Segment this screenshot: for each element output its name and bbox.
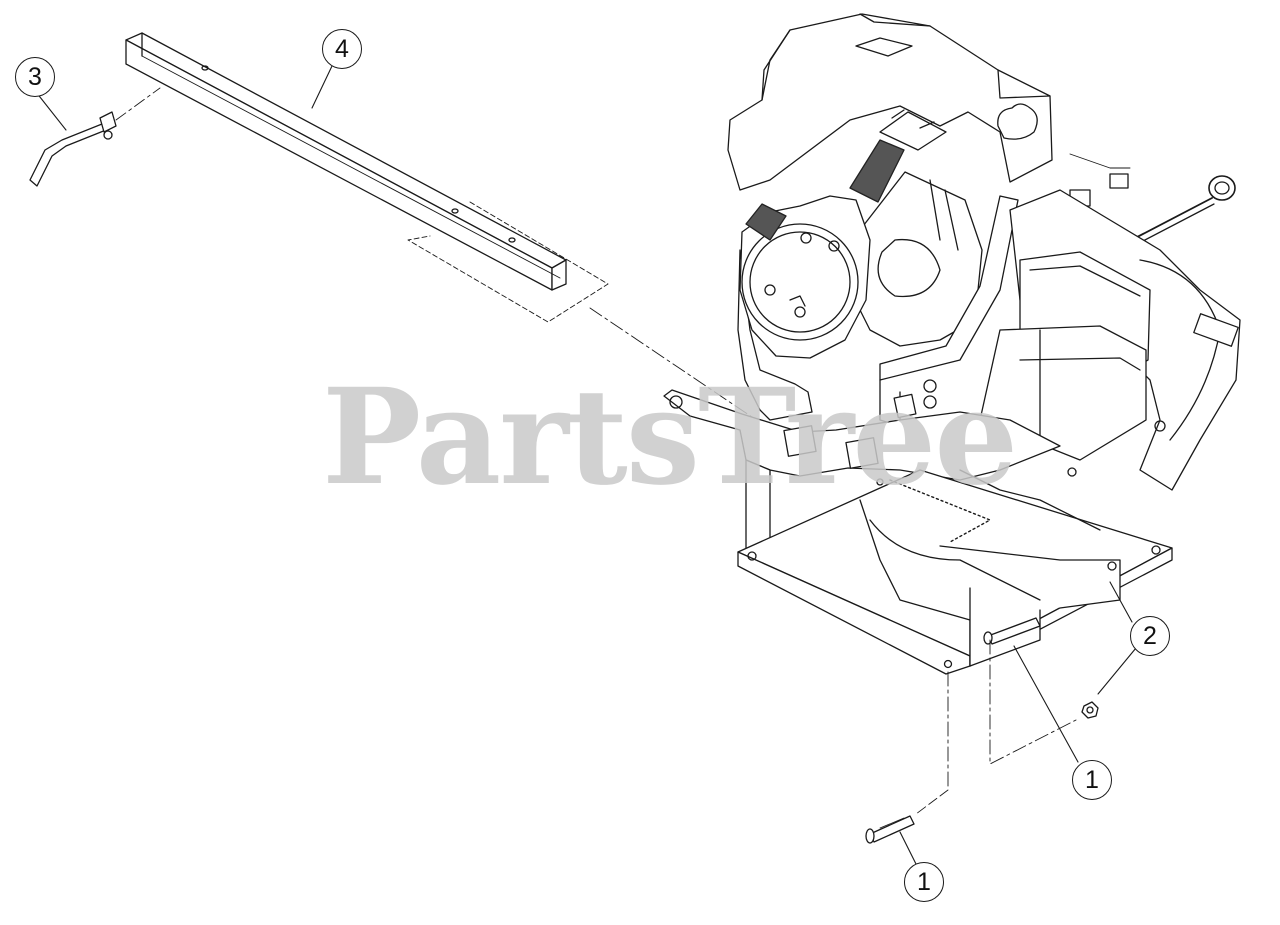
callout-3[interactable]: 3: [15, 57, 55, 97]
mounting-frame: [664, 390, 1060, 560]
callout-label: 4: [335, 34, 349, 63]
engine: [728, 14, 1240, 490]
callout-label: 3: [28, 62, 42, 91]
carriage-bolt-bottom[interactable]: [866, 816, 914, 843]
callout-1-right[interactable]: 1: [1072, 760, 1112, 800]
callout-2[interactable]: 2: [1130, 616, 1170, 656]
callout-label: 2: [1143, 621, 1157, 650]
callout-label: 1: [1085, 765, 1099, 794]
hex-nut[interactable]: [1082, 702, 1098, 718]
base-plate[interactable]: [738, 470, 1172, 674]
carriage-bolt-right[interactable]: [984, 618, 1040, 644]
callout-1-bottom[interactable]: 1: [904, 862, 944, 902]
callout-4[interactable]: 4: [322, 29, 362, 69]
hitch-pin[interactable]: [30, 112, 116, 186]
square-tube-handle[interactable]: [126, 33, 566, 290]
callout-label: 1: [917, 867, 931, 896]
